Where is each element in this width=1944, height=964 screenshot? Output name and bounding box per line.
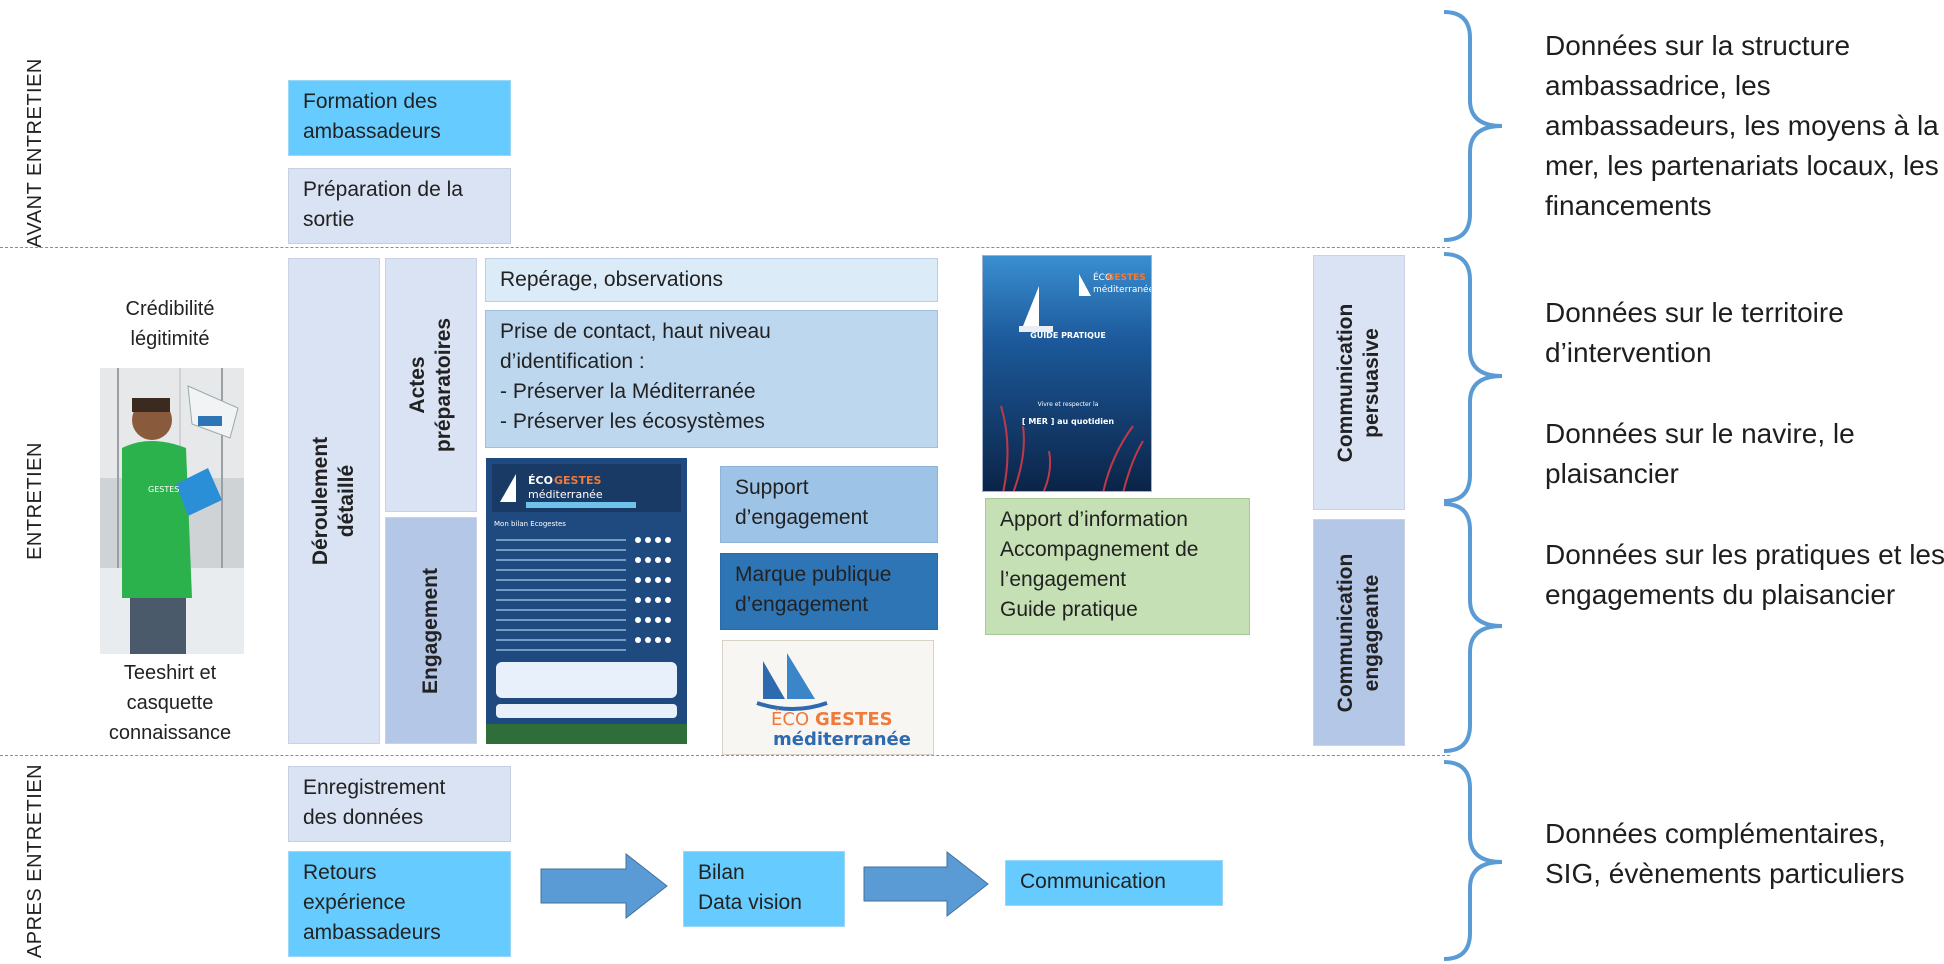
actes-box: Actes préparatoires	[385, 258, 477, 512]
enregistrement-box: Enregistrement des données	[288, 766, 511, 842]
comm-engageante-box: Communication engageante	[1313, 519, 1405, 746]
side-note-navire: Données sur le navire, le plaisancier	[1545, 418, 1855, 489]
phase-avant: AVANT ENTRETIEN	[0, 57, 70, 248]
flag-logo-eco: ÉCO	[771, 708, 809, 730]
side-note-structure: Données sur la structure ambassadrice, l…	[1545, 30, 1939, 221]
engagement-card-image: ÉCO GESTES méditerranée Mon bilan Ecoges…	[486, 458, 687, 744]
brace-avant	[1443, 10, 1503, 242]
engagement-box: Engagement	[385, 517, 477, 744]
phase-apres-label: APRES ENTRETIEN	[24, 763, 46, 958]
svg-text:GESTES: GESTES	[148, 485, 179, 494]
phase-apres: APRES ENTRETIEN	[0, 758, 70, 963]
side-note-territoire: Données sur le territoire d’intervention	[1545, 297, 1844, 368]
arrow-1	[540, 853, 668, 919]
phase-entretien-label: ENTRETIEN	[24, 441, 46, 560]
guide-logo-gestes: GESTES	[1107, 273, 1146, 283]
ecogestes-flag-image: ÉCO GESTES méditerranée	[722, 640, 934, 755]
support-box: Support d’engagement	[720, 466, 938, 543]
prise-contact-box: Prise de contact, haut niveau d’identifi…	[485, 310, 938, 448]
ambassador-photo-image: GESTES	[100, 368, 244, 654]
ecogestes-flag-graphic: ÉCO GESTES méditerranée	[723, 641, 933, 754]
guide-title: GUIDE PRATIQUE	[1030, 331, 1106, 340]
arrow-2	[863, 851, 989, 917]
apport-box: Apport d’information Accompagnement de l…	[985, 498, 1250, 635]
card-logo-med: méditerranée	[528, 488, 603, 501]
engagement-card-graphic: ÉCO GESTES méditerranée Mon bilan Ecoges…	[486, 458, 687, 744]
engagement-label: Engagement	[419, 567, 442, 694]
credibilite-caption: Crédibilité légitimité	[125, 298, 215, 350]
deroulement-box: Déroulement détaillé	[288, 258, 380, 744]
guide-pratique-graphic: ÉCO GESTES méditerranée GUIDE PRATIQUE V…	[983, 256, 1152, 491]
guide-sub: Vivre et respecter la	[1038, 401, 1099, 408]
retours-box: Retours expérience ambassadeurs	[288, 851, 511, 957]
flag-logo-med: méditerranée	[773, 729, 911, 750]
comm-persuasive-label: Communication persuasive	[1334, 303, 1383, 462]
communication-box: Communication	[1005, 860, 1223, 906]
deroulement-label: Déroulement détaillé	[309, 436, 358, 566]
separator-top	[0, 247, 1450, 248]
actes-label: Actes préparatoires	[406, 317, 455, 453]
separator-bottom	[0, 755, 1450, 756]
brace-entretien-lower	[1443, 502, 1503, 753]
guide-logo-eco: ÉCO	[1093, 271, 1112, 283]
brace-apres	[1443, 760, 1503, 961]
guide-logo-med: méditerranée	[1093, 284, 1152, 295]
card-logo-gestes: GESTES	[554, 474, 601, 487]
formation-box: Formation des ambassadeurs	[288, 80, 511, 156]
teeshirt-caption: Teeshirt et casquette connaissance	[108, 662, 232, 744]
bilan-box: Bilan Data vision	[683, 851, 845, 927]
brace-entretien-upper	[1443, 252, 1503, 503]
guide-pratique-image: ÉCO GESTES méditerranée GUIDE PRATIQUE V…	[982, 255, 1152, 492]
phase-entretien: ENTRETIEN	[0, 248, 70, 753]
marque-box: Marque publique d’engagement	[720, 553, 938, 630]
card-title: Mon bilan Ecogestes	[494, 520, 566, 528]
ambassador-photo: GESTES	[100, 368, 244, 654]
preparation-box: Préparation de la sortie	[288, 168, 511, 244]
side-note-pratiques: Données sur les pratiques et les engagem…	[1545, 539, 1944, 610]
guide-mer: [ MER ] au quotidien	[1022, 417, 1115, 426]
comm-engageante-label: Communication engageante	[1334, 553, 1383, 712]
flag-logo-gestes: GESTES	[815, 709, 893, 730]
card-logo-eco: ÉCO	[528, 474, 553, 487]
reperage-box: Repérage, observations	[485, 258, 938, 302]
side-note-complementaires: Données complémentaires, SIG, évènements…	[1545, 818, 1905, 889]
comm-persuasive-box: Communication persuasive	[1313, 255, 1405, 510]
phase-avant-label: AVANT ENTRETIEN	[24, 57, 46, 248]
